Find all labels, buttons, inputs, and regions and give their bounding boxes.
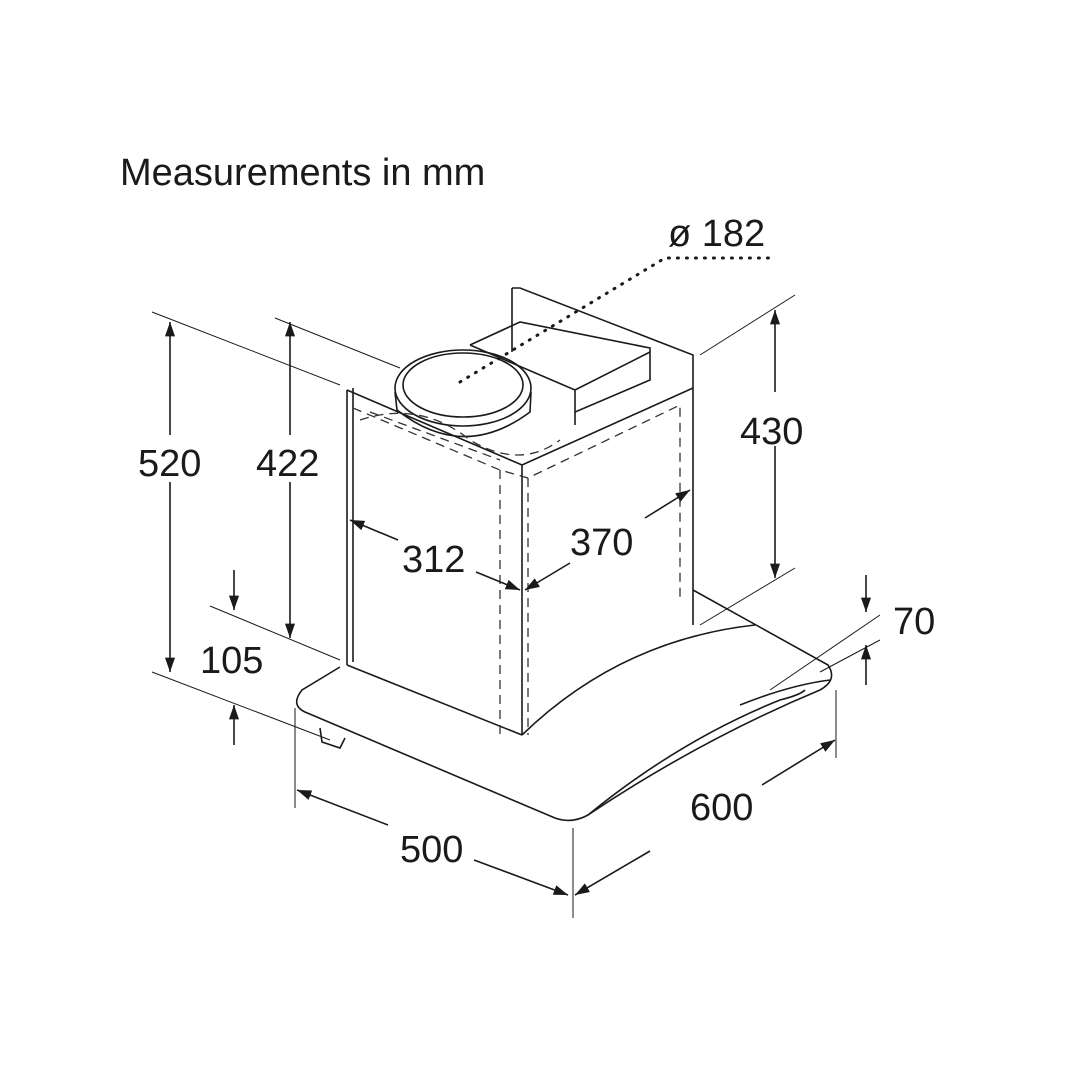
- svg-text:520: 520: [138, 443, 201, 485]
- dim-600: 600: [572, 690, 837, 918]
- hood-outline: [295, 287, 833, 822]
- dim-430: 430: [699, 294, 803, 626]
- dim-520: 520: [138, 311, 341, 741]
- duct-leader: [458, 256, 777, 384]
- dim-500: 500: [294, 708, 569, 896]
- duct-diameter-label: ø 182: [668, 213, 765, 255]
- svg-text:600: 600: [690, 787, 753, 829]
- dim-312: 312: [349, 519, 521, 591]
- dim-422: 422: [256, 317, 401, 638]
- svg-text:70: 70: [893, 601, 935, 643]
- svg-text:500: 500: [400, 829, 463, 871]
- svg-text:422: 422: [256, 443, 319, 485]
- svg-text:312: 312: [402, 539, 465, 581]
- dim-105: 105: [200, 570, 341, 745]
- dim-370: 370: [524, 489, 691, 591]
- measurements-title: Measurements in mm: [120, 152, 485, 194]
- dim-70: 70: [769, 575, 935, 691]
- svg-text:370: 370: [570, 522, 633, 564]
- svg-text:105: 105: [200, 640, 263, 682]
- svg-text:430: 430: [740, 411, 803, 453]
